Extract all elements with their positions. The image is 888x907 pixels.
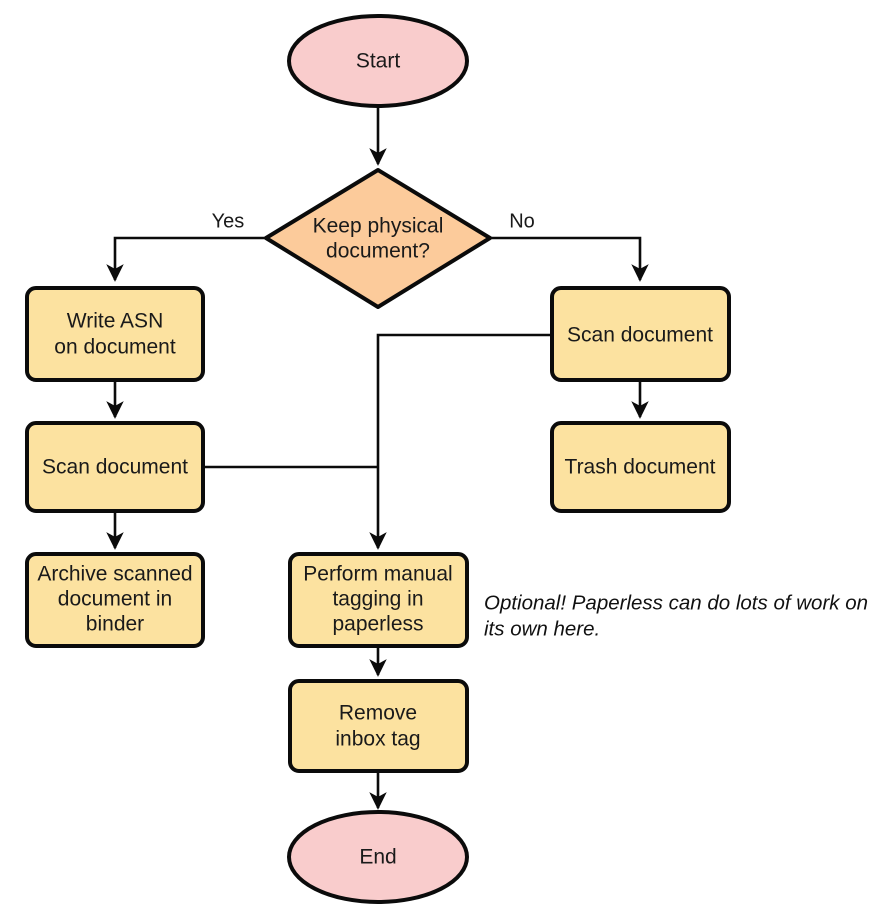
archive-label-line3: binder <box>86 613 144 636</box>
decision-label-line1: Keep physical <box>313 215 444 238</box>
tagging-label-line2: tagging in <box>332 588 423 611</box>
scan-left-box-shape <box>25 421 205 513</box>
tagging-box-shape <box>288 552 469 648</box>
node-end[interactable]: End <box>287 810 469 904</box>
annotation-line1: Optional! Paperless can do lots of work … <box>484 591 868 614</box>
node-archive-scanned-document-in-binder[interactable]: Archive scanned document in binder <box>25 552 205 648</box>
start-ellipse-shape <box>287 14 469 108</box>
annotation-line2: its own here. <box>484 617 600 640</box>
write-asn-label-line2: on document <box>54 336 176 359</box>
archive-box-shape <box>25 552 205 648</box>
node-decision-keep-physical-document[interactable]: Keep physical document? <box>264 168 492 309</box>
node-trash-document[interactable]: Trash document <box>550 421 731 513</box>
node-start[interactable]: Start <box>287 14 469 108</box>
scan-right-box-shape <box>550 286 731 382</box>
decision-label-line2: document? <box>326 240 430 263</box>
start-label: Start <box>356 50 401 73</box>
node-scan-document-right[interactable]: Scan document <box>550 286 731 382</box>
trash-box-shape <box>550 421 731 513</box>
remove-inbox-box-shape <box>288 679 469 773</box>
edge-scan-right-to-tagging <box>369 333 552 550</box>
node-perform-manual-tagging[interactable]: Perform manual tagging in paperless <box>288 552 469 648</box>
edge-label-yes: Yes <box>212 210 245 232</box>
archive-label-line1: Archive scanned <box>37 563 192 586</box>
node-remove-inbox-tag[interactable]: Remove inbox tag <box>288 679 469 773</box>
scan-left-label: Scan document <box>42 456 188 479</box>
node-write-asn-on-document[interactable]: Write ASN on document <box>25 286 205 382</box>
trash-label: Trash document <box>565 456 716 479</box>
edge-label-no: No <box>509 210 535 232</box>
end-ellipse-shape <box>287 810 469 904</box>
remove-inbox-label-line2: inbox tag <box>335 728 420 751</box>
annotation-optional-paperless: Optional! Paperless can do lots of work … <box>484 591 868 640</box>
archive-label-line2: document in <box>58 588 172 611</box>
end-label: End <box>359 846 396 869</box>
write-asn-label-line1: Write ASN <box>67 310 163 333</box>
tagging-label-line3: paperless <box>332 613 423 636</box>
node-scan-document-left[interactable]: Scan document <box>25 421 205 513</box>
decision-diamond-shape <box>264 168 492 309</box>
tagging-label-line1: Perform manual <box>303 563 452 586</box>
scan-right-label: Scan document <box>567 324 713 347</box>
remove-inbox-label-line1: Remove <box>339 702 417 725</box>
write-asn-box-shape <box>25 286 205 382</box>
edges-layer <box>106 106 649 810</box>
edge-decision-no-to-scan-right <box>490 236 649 282</box>
edge-decision-yes-to-write-asn <box>106 236 265 282</box>
